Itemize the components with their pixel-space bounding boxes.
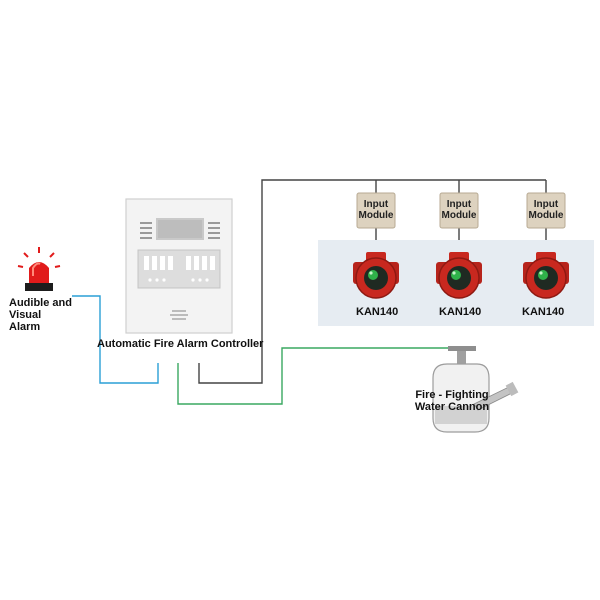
input-module-label-line2: Module — [528, 210, 564, 221]
input-module-label: Input Module — [526, 199, 566, 221]
alarm-label: Audible and Visual Alarm — [9, 297, 72, 333]
water-cannon-icon — [432, 346, 519, 433]
detector-model-label: KAN140 — [522, 306, 565, 318]
cannon-label: Fire - Fighting Water Cannon — [414, 389, 490, 413]
flame-detector-3 — [523, 252, 569, 299]
flame-detector-2 — [436, 252, 482, 299]
flame-detector-1 — [353, 252, 399, 299]
input-module-label-line1: Input — [446, 199, 472, 210]
input-module-label-line2: Module — [441, 210, 477, 221]
detector-model-label: KAN140 — [439, 306, 482, 318]
input-module-2 — [439, 192, 479, 229]
alarm-wire — [72, 295, 159, 384]
input-module-label-line1: Input — [363, 199, 389, 210]
input-module-label: Input Module — [439, 199, 479, 221]
cannon-wire — [177, 347, 462, 405]
alarm-controller-unit — [125, 198, 233, 334]
input-module-label: Input Module — [356, 199, 396, 221]
input-module-3 — [526, 192, 566, 229]
detector-model-label: KAN140 — [356, 306, 399, 318]
module-bus-wire — [198, 179, 546, 384]
input-module-label-line1: Input — [533, 199, 559, 210]
input-module-label-line2: Module — [358, 210, 394, 221]
input-module-1 — [356, 192, 396, 229]
audible-visual-alarm-icon — [17, 247, 61, 291]
controller-label: Automatic Fire Alarm Controller — [97, 338, 264, 350]
